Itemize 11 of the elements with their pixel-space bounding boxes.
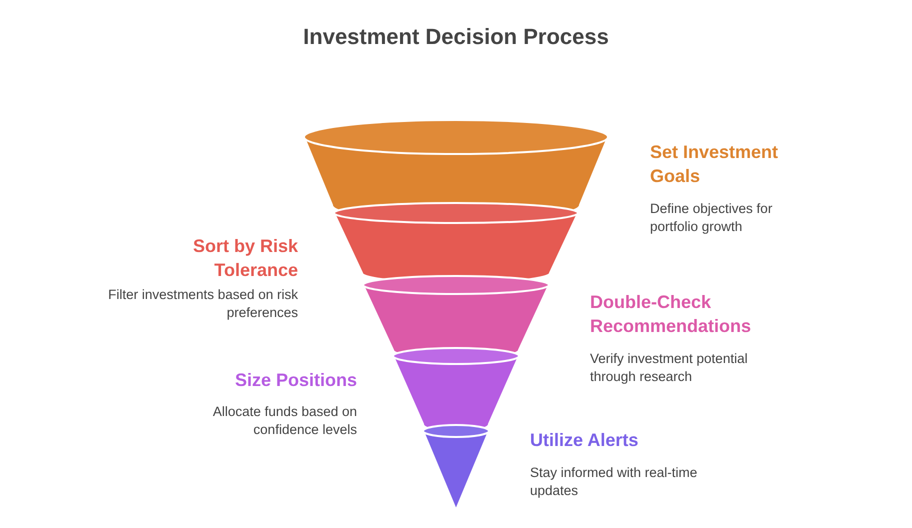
step-heading: Sort by Risk Tolerance [192, 235, 298, 282]
step-description: Allocate funds based on confidence levels [212, 403, 357, 439]
step-description: Define objectives for portfolio growth [650, 200, 774, 236]
step-heading: Size Positions [234, 369, 357, 392]
step-description: Filter investments based on risk preferences [107, 286, 298, 322]
step-heading: Double-Check Recommendations [590, 291, 752, 338]
diagram-title: Investment Decision Process [302, 24, 610, 50]
step-description: Stay informed with real-time updates [530, 464, 698, 500]
step-heading: Set Investment Goals [650, 141, 780, 188]
step-heading: Utilize Alerts [530, 429, 640, 452]
step-description: Verify investment potential through research [590, 350, 749, 386]
